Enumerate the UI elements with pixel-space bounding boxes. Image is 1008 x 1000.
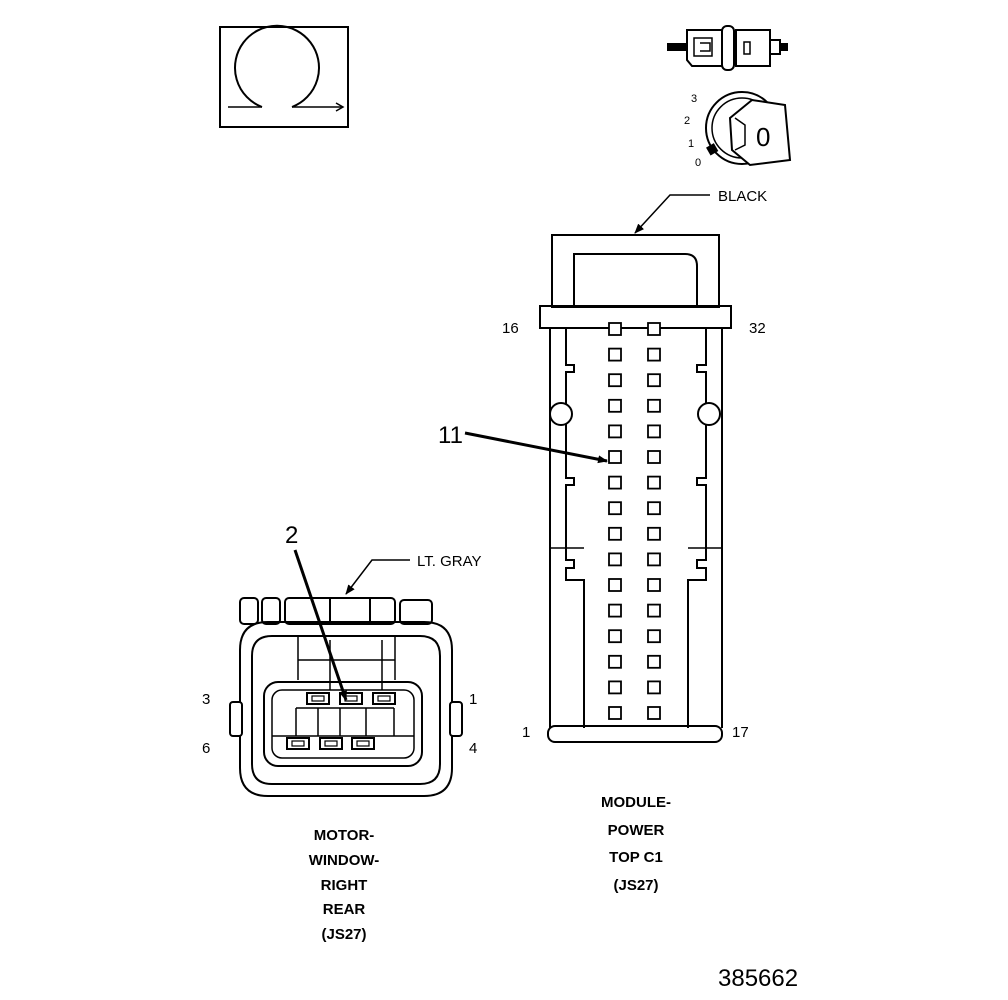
motor-caption-line-2: WINDOW- [309,852,380,869]
module-pin-cavity [608,347,622,362]
module-pin-cavity [647,526,661,541]
module-pin-cavity [608,398,622,413]
module-pin-cavity [647,501,661,516]
module-pin-cavity [647,347,661,362]
module-pin-cavity [608,603,622,618]
motor-pin-terminal-slot [311,695,325,702]
motor-caption-line-3: RIGHT [321,877,368,894]
module-pin-cavity [647,424,661,439]
module-pin-cavity [608,654,622,669]
motor-pin-label-3: 3 [202,691,210,708]
module-pin-cavities [608,322,661,720]
module-pin-label-32: 32 [749,320,766,337]
module-pin-label-16: 16 [502,320,519,337]
motor-pin-terminals [286,692,396,750]
ohm-symbol-icon [219,24,349,128]
module-pin-cavity [647,322,661,336]
motor-callout-arrow [293,549,348,701]
document-number: 385662 [718,965,798,992]
module-pin-cavity [647,450,661,464]
module-pin-cavity [608,424,622,439]
motor-pin-label-6: 6 [202,740,210,757]
module-color-label: BLACK [718,188,767,205]
motor-connector-caption: MOTOR- WINDOW- RIGHT REAR (JS27) [309,827,380,943]
motor-caption-line-4: REAR [323,901,366,918]
module-pin-cavity [647,475,661,490]
motor-caption-line-1: MOTOR- [314,827,375,844]
module-pin-cavity [608,706,622,720]
module-pin-cavity [608,629,622,644]
motor-pin-label-1: 1 [469,691,477,708]
module-pin-cavity [608,680,622,695]
module-pin-cavity [647,603,661,618]
module-caption-line-1: MODULE- [601,794,671,811]
module-pin-cavity [608,501,622,516]
module-pin-cavity [647,552,661,567]
module-pin-cavity [608,373,622,388]
module-pin-cavity [647,578,661,592]
module-pin-cavity [647,629,661,644]
connector-disconnect-icon [667,25,788,71]
motor-pin-terminal [351,737,375,750]
module-pin-cavity [608,475,622,490]
module-pin-cavity [647,373,661,388]
module-pin-label-1: 1 [522,724,530,741]
module-caption-line-2: POWER [608,822,665,839]
module-caption-line-4: (JS27) [613,877,658,894]
module-pin-cavity [608,552,622,567]
motor-pin-terminal [306,692,330,705]
module-connector: BLACK 16 32 1 17 11 [438,188,767,743]
motor-pin-terminal-slot [377,695,391,702]
motor-caption-line-5: (JS27) [321,926,366,943]
motor-pin-terminal [319,737,343,750]
key-glyph: 0 [756,122,770,152]
module-pin-cavity [608,322,622,336]
motor-pin-terminal-slot [291,740,305,747]
motor-pin-label-4: 4 [469,740,477,757]
motor-callout-number: 2 [285,522,298,549]
motor-pin-terminal-slot [324,740,338,747]
motor-pin-terminal-slot [356,740,370,747]
motor-pin-terminal [286,737,310,750]
ignition-key-icon: 0 3 2 1 0 [684,91,792,169]
module-callout-arrow [464,431,608,464]
module-pin-label-17: 17 [732,724,749,741]
key-position-2: 2 [684,115,690,127]
module-pin-cavity [647,654,661,669]
module-callout-number: 11 [438,422,463,449]
motor-connector: LT. GRAY 3 1 6 4 2 [202,522,481,797]
module-caption-line-3: TOP C1 [609,849,663,866]
module-pin-cavity [608,526,622,541]
module-pin-cavity [647,680,661,695]
module-pin-cavity [647,706,661,720]
key-position-1: 1 [688,138,694,150]
motor-color-label: LT. GRAY [417,553,481,570]
motor-color-leader-line [345,559,410,595]
module-pin-cavity [608,578,622,592]
module-connector-caption: MODULE- POWER TOP C1 (JS27) [601,794,671,894]
color-leader-line [634,194,710,234]
key-position-3: 3 [691,93,697,105]
module-pin-cavity [608,450,622,464]
module-pin-cavity [647,398,661,413]
key-position-0: 0 [695,157,701,169]
motor-pin-terminal [372,692,396,705]
